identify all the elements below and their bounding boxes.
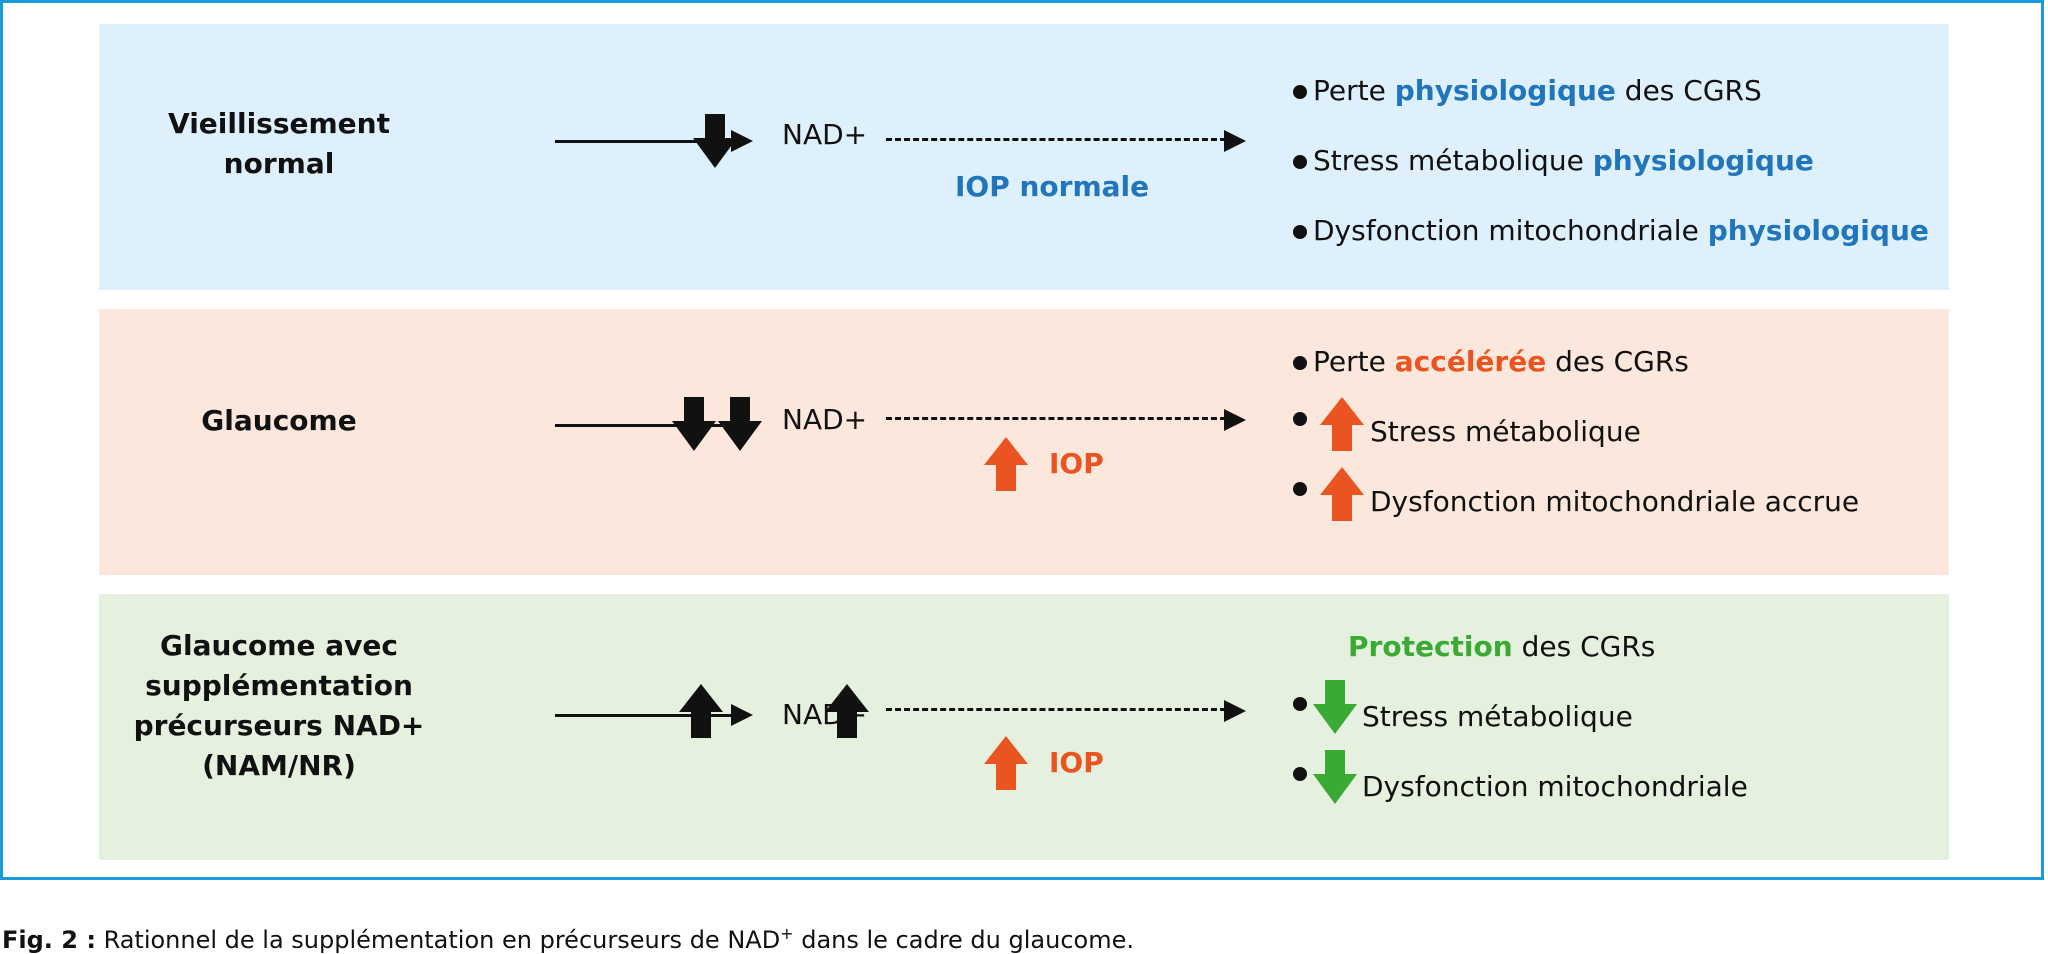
consequence-item bbox=[1293, 471, 1313, 504]
bullet-icon bbox=[1293, 155, 1307, 169]
green-down-arrow-icon bbox=[1313, 750, 1357, 804]
consequence-item bbox=[1293, 401, 1313, 434]
caption-text: dans le cadre du glaucome. bbox=[793, 926, 1134, 954]
bullet-icon bbox=[1293, 697, 1307, 711]
row-label: Glaucome avec supplémentation précurseur… bbox=[99, 626, 459, 786]
consequence-item: Dysfonction mitochondriale physiologique bbox=[1293, 214, 1929, 247]
consequence-item: Perte physiologique des CGRS bbox=[1293, 74, 1762, 107]
bullet-icon bbox=[1293, 85, 1307, 99]
bullet-icon bbox=[1293, 225, 1307, 239]
consequence-item: Protection des CGRs bbox=[1348, 630, 1656, 663]
panel-glaucoma-supplementation: Glaucome avec supplémentation précurseur… bbox=[99, 594, 1949, 860]
black-up-arrow-icon bbox=[825, 684, 869, 738]
black-up-arrow-icon bbox=[679, 684, 723, 738]
dashed-arrow-head bbox=[1224, 700, 1246, 722]
consequence-text: Dysfonction mitochondriale bbox=[1362, 770, 1748, 803]
row-label-line: Glaucome bbox=[201, 404, 357, 437]
solid-arrow-head bbox=[731, 130, 753, 152]
solid-arrow-line bbox=[555, 714, 735, 717]
dashed-arrow-line bbox=[886, 708, 1226, 711]
bullet-icon bbox=[1293, 356, 1307, 370]
consequence-item bbox=[1293, 756, 1313, 789]
consequence-item bbox=[1293, 686, 1313, 719]
consequence-item: Stress métabolique physiologique bbox=[1293, 144, 1814, 177]
figure-frame bbox=[0, 0, 2044, 880]
dashed-arrow-head bbox=[1224, 130, 1246, 152]
nad-label: NAD+ bbox=[782, 118, 868, 151]
iop-label: IOP bbox=[1049, 447, 1104, 480]
consequence-item: Perte accélérée des CGRs bbox=[1293, 345, 1689, 378]
row-label: Vieillissement normal bbox=[99, 104, 459, 184]
caption-text: Rationnel de la supplémentation en précu… bbox=[95, 926, 781, 954]
iop-label: IOP bbox=[1049, 746, 1104, 779]
row-label-line: Vieillissement bbox=[168, 107, 390, 140]
nad-label: NAD+ bbox=[782, 698, 868, 731]
consequence-text: Stress métabolique bbox=[1370, 415, 1641, 448]
bullet-icon bbox=[1293, 767, 1307, 781]
row-label-line: Glaucome avec bbox=[160, 629, 398, 662]
nad-label: NAD+ bbox=[782, 403, 868, 436]
dashed-arrow-head bbox=[1224, 409, 1246, 431]
orange-up-arrow-icon bbox=[1320, 467, 1364, 521]
row-label-line: supplémentation bbox=[145, 669, 413, 702]
dashed-arrow-line bbox=[886, 417, 1226, 420]
panel-glaucoma: Glaucome NAD+ IOP Perte accélérée des CG… bbox=[99, 309, 1949, 575]
bullet-icon bbox=[1293, 482, 1307, 496]
green-down-arrow-icon bbox=[1313, 680, 1357, 734]
orange-up-arrow-icon bbox=[1320, 397, 1364, 451]
orange-up-arrow-icon bbox=[984, 736, 1028, 790]
row-label-line: précurseurs NAD+ bbox=[133, 709, 425, 742]
black-down-arrow-icon bbox=[718, 397, 762, 451]
solid-arrow-head bbox=[731, 704, 753, 726]
black-down-arrow-icon bbox=[693, 114, 737, 168]
consequence-text: Stress métabolique bbox=[1362, 700, 1633, 733]
dashed-arrow-line bbox=[886, 138, 1226, 141]
row-label: Glaucome bbox=[99, 401, 459, 441]
row-label-line: (NAM/NR) bbox=[202, 749, 356, 782]
iop-label: IOP normale bbox=[955, 170, 1150, 203]
black-down-arrow-icon bbox=[672, 397, 716, 451]
panel-normal-aging: Vieillissement normal NAD+ IOP normale P… bbox=[99, 24, 1949, 290]
solid-arrow-line bbox=[555, 424, 735, 427]
caption-prefix: Fig. 2 : bbox=[2, 926, 96, 954]
orange-up-arrow-icon bbox=[984, 437, 1028, 491]
figure-caption: Fig. 2 : Rationnel de la supplémentation… bbox=[2, 924, 1134, 954]
consequence-text: Dysfonction mitochondriale accrue bbox=[1370, 485, 1860, 518]
bullet-icon bbox=[1293, 412, 1307, 426]
solid-arrow-line bbox=[555, 140, 735, 143]
row-label-line: normal bbox=[223, 147, 335, 180]
caption-superscript: + bbox=[780, 924, 794, 943]
